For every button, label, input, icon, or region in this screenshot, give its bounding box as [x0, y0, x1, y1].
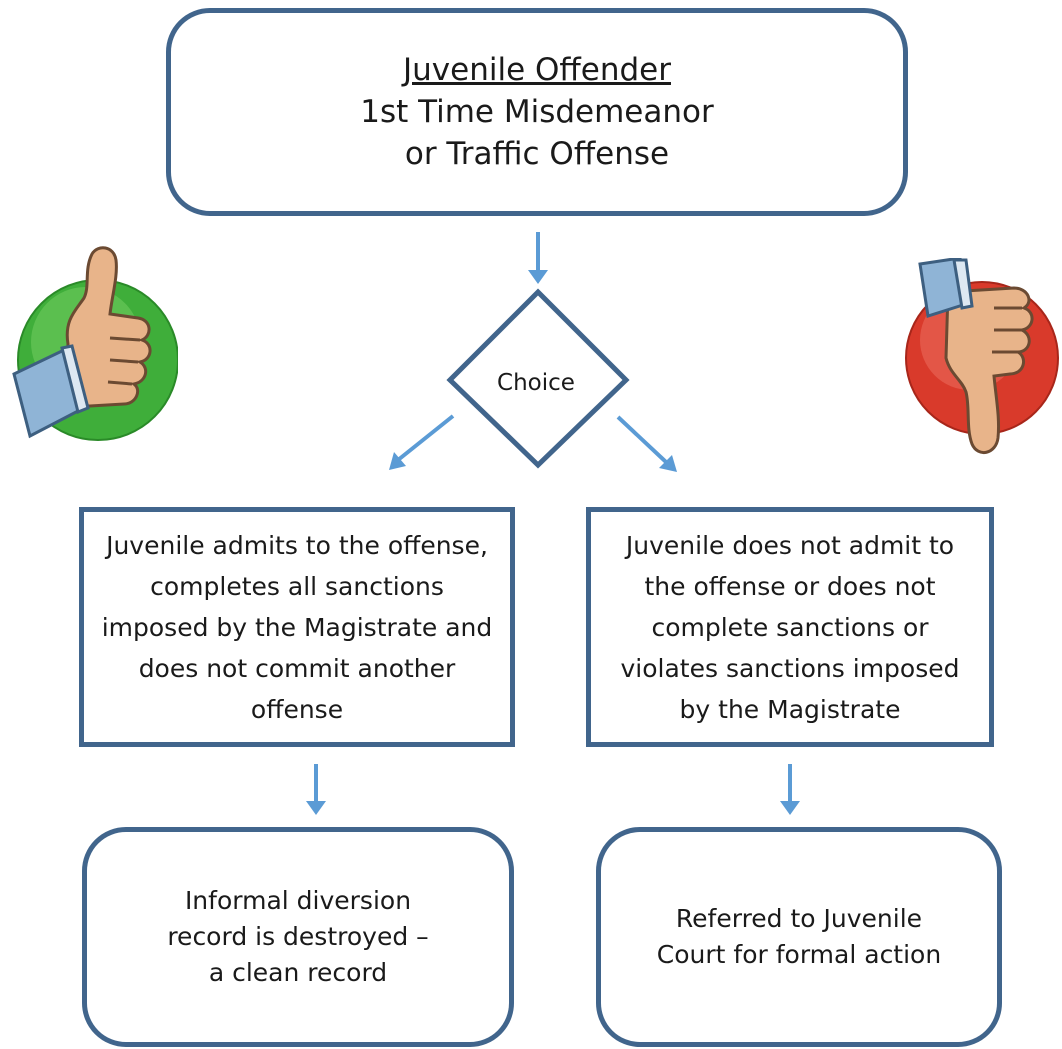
clean-record-line-2: record is destroyed –: [167, 922, 429, 951]
clean-record-box: Informal diversion record is destroyed –…: [82, 827, 514, 1047]
referred-line-1: Referred to Juvenile: [675, 904, 923, 933]
arrow-choice-to-right: [616, 415, 668, 464]
referred-line-2: Court for formal action: [656, 940, 942, 969]
arrow-choice-to-right-head: [659, 455, 677, 472]
choice-diamond: [446, 288, 630, 469]
arrow-top-to-choice-head: [528, 270, 548, 284]
does-not-admit-box: Juvenile does not admit to the offense o…: [586, 507, 994, 747]
referred-box: Referred to Juvenile Court for formal ac…: [596, 827, 1002, 1047]
thumbs-up-icon: [12, 246, 178, 441]
arrow-left-to-result-head: [306, 801, 326, 815]
arrow-choice-to-left: [396, 414, 455, 462]
thumbs-down-icon: [905, 258, 1059, 454]
choice-label: Choice: [497, 370, 575, 396]
admits-text: Juvenile admits to the offense, complete…: [101, 530, 493, 724]
arrow-right-to-result-head: [780, 801, 800, 815]
offender-line-3: or Traffic Offense: [404, 136, 670, 172]
clean-record-line-1: Informal diversion: [184, 886, 412, 915]
offender-title: Juvenile Offender: [403, 52, 671, 88]
arrow-choice-to-left-head: [389, 452, 406, 470]
admits-box: Juvenile admits to the offense, complete…: [79, 507, 515, 747]
clean-record-line-3: a clean record: [208, 958, 388, 987]
offender-line-2: 1st Time Misdemeanor: [360, 94, 714, 130]
does-not-admit-text: Juvenile does not admit to the offense o…: [620, 530, 960, 724]
offender-box: Juvenile Offender 1st Time Misdemeanor o…: [166, 8, 908, 216]
